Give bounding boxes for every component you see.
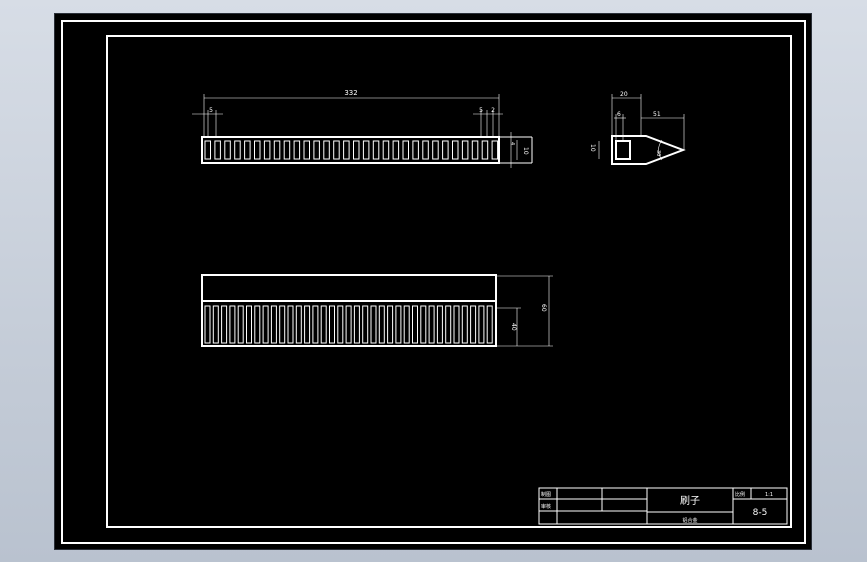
top-view-slots bbox=[204, 140, 499, 160]
bristle bbox=[229, 305, 236, 344]
top-slot bbox=[442, 140, 449, 160]
title-block: 制图 审核 刷子 铝合金 比例 1:1 8-5 bbox=[538, 487, 788, 525]
outer-frame bbox=[61, 20, 806, 544]
end-view-slot bbox=[615, 140, 631, 160]
bristle bbox=[412, 305, 418, 344]
bristle bbox=[312, 305, 319, 344]
inner-frame bbox=[106, 35, 792, 528]
dim-end-angle: 30 bbox=[655, 150, 661, 156]
bristle bbox=[246, 305, 252, 344]
bristle bbox=[287, 305, 294, 344]
top-slot bbox=[382, 140, 390, 160]
top-slot bbox=[214, 140, 221, 160]
front-view-bristles bbox=[204, 305, 493, 344]
top-slot bbox=[353, 140, 360, 160]
dim-end-width: 20 bbox=[620, 91, 628, 98]
cad-drawing-sheet: 332 5 5 2 10 4 20 6 51 10 30 bbox=[54, 13, 812, 550]
top-slot bbox=[333, 140, 340, 160]
dim-right-a: 5 bbox=[479, 107, 483, 114]
front-view: 40 60 bbox=[201, 274, 553, 347]
bristle bbox=[453, 305, 460, 344]
drawing-number: 8-5 bbox=[753, 508, 768, 518]
top-slot bbox=[254, 140, 261, 160]
top-slot bbox=[481, 140, 489, 160]
bristle bbox=[295, 305, 302, 344]
top-slot bbox=[412, 140, 419, 160]
top-slot bbox=[452, 140, 459, 160]
scale-label: 比例 bbox=[735, 491, 745, 498]
dim-end-depth: 51 bbox=[653, 111, 661, 118]
top-slot bbox=[392, 140, 400, 160]
top-slot bbox=[491, 140, 499, 160]
bristle bbox=[395, 305, 402, 344]
top-slot bbox=[323, 140, 330, 160]
bristle bbox=[221, 305, 228, 344]
title-row2-label: 审核 bbox=[541, 503, 551, 510]
bristle bbox=[470, 305, 477, 344]
bristle bbox=[279, 305, 286, 344]
top-slot bbox=[471, 140, 479, 160]
bristle bbox=[436, 305, 443, 344]
title-row1-label: 制图 bbox=[541, 491, 551, 498]
top-slot bbox=[362, 140, 370, 160]
bristle bbox=[478, 305, 485, 344]
dim-overall-height: 60 bbox=[540, 304, 547, 312]
bristle bbox=[378, 305, 385, 344]
top-slot bbox=[402, 140, 409, 160]
bristle bbox=[337, 305, 344, 344]
dim-end-inner: 6 bbox=[617, 111, 621, 118]
scale-value: 1:1 bbox=[765, 492, 773, 498]
top-view: 332 5 5 2 10 4 bbox=[192, 89, 533, 168]
top-slot bbox=[461, 140, 469, 160]
bristle bbox=[329, 305, 335, 344]
top-view-body bbox=[201, 136, 500, 164]
bristle bbox=[353, 305, 360, 344]
top-slot bbox=[293, 140, 301, 160]
material: 铝合金 bbox=[682, 517, 697, 524]
bristle bbox=[212, 305, 219, 344]
top-slot bbox=[422, 140, 429, 160]
bristle bbox=[204, 305, 211, 344]
top-slot bbox=[283, 140, 291, 160]
top-slot bbox=[204, 140, 211, 160]
top-slot bbox=[313, 140, 320, 160]
bristle bbox=[461, 305, 468, 344]
bristle bbox=[445, 305, 452, 344]
bristle bbox=[262, 305, 269, 344]
dim-right-b: 2 bbox=[491, 107, 495, 114]
front-view-body bbox=[201, 274, 497, 347]
end-view: 20 6 51 10 30 bbox=[589, 91, 686, 165]
bristle bbox=[304, 305, 311, 344]
bristle bbox=[403, 305, 410, 344]
top-slot bbox=[303, 140, 310, 160]
bristle bbox=[428, 305, 435, 344]
bristle bbox=[370, 305, 377, 344]
dim-height: 10 bbox=[522, 147, 529, 155]
bristle bbox=[362, 305, 369, 344]
bristle bbox=[420, 305, 427, 344]
top-slot bbox=[343, 140, 350, 160]
part-name: 刷子 bbox=[680, 495, 700, 507]
top-slot bbox=[432, 140, 439, 160]
bristle bbox=[270, 305, 277, 344]
drawing-svg: 332 5 5 2 10 4 20 6 51 10 30 bbox=[61, 20, 806, 544]
top-slot bbox=[244, 140, 251, 160]
dim-end-height: 10 bbox=[589, 144, 596, 152]
top-slot bbox=[224, 140, 231, 160]
dim-inner: 4 bbox=[509, 142, 515, 145]
top-slot bbox=[273, 140, 281, 160]
dim-overall-length: 332 bbox=[344, 89, 357, 97]
bristle bbox=[345, 305, 352, 344]
top-slot bbox=[234, 140, 241, 160]
end-view-outline bbox=[611, 135, 686, 165]
bristle bbox=[320, 305, 327, 344]
top-slot bbox=[263, 140, 271, 160]
bristle bbox=[486, 305, 493, 344]
bristle bbox=[387, 305, 394, 344]
dim-left: 5 bbox=[209, 107, 213, 114]
dim-bristle-height: 40 bbox=[510, 323, 517, 331]
bristle bbox=[254, 305, 261, 344]
bristle bbox=[237, 305, 244, 344]
top-slot bbox=[372, 140, 380, 160]
